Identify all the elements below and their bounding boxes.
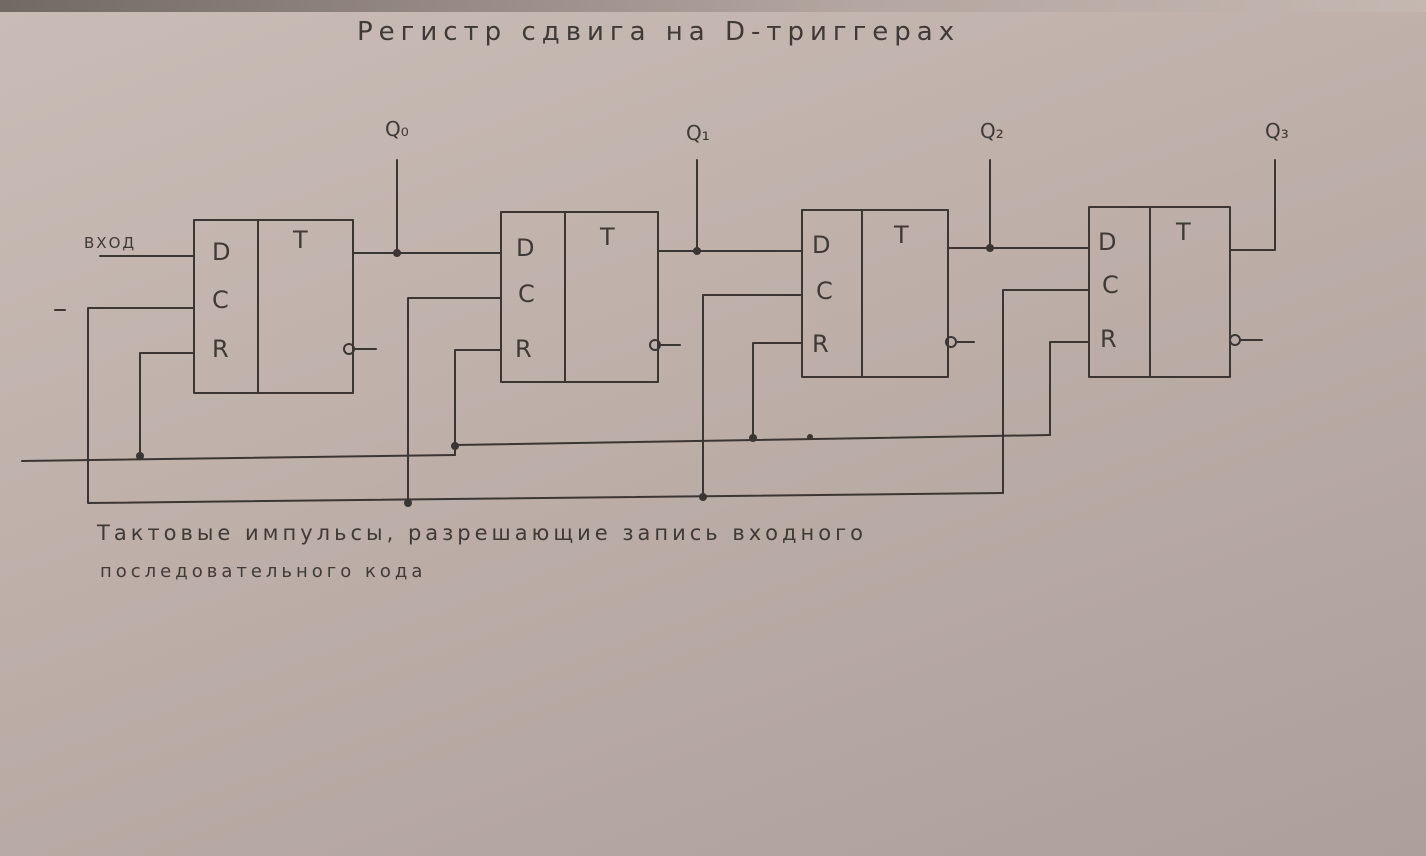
caption-line-1: Тактовые импульсы, разрешающие запись вх… xyxy=(96,521,867,545)
trigger-0-pin-r: R xyxy=(212,335,229,363)
trigger-1-label: T xyxy=(599,223,615,251)
output-q1-label: Q₁ xyxy=(686,121,710,145)
junction xyxy=(451,442,459,450)
junction xyxy=(699,493,707,501)
trigger-1-pin-r: R xyxy=(515,335,532,363)
trigger-0-label: T xyxy=(292,226,308,254)
junction xyxy=(986,244,994,252)
junction xyxy=(404,499,412,507)
trigger-2-pin-c: C xyxy=(816,277,833,305)
junction xyxy=(807,434,813,440)
trigger-0: D C R T xyxy=(193,219,377,394)
junction xyxy=(136,452,144,460)
reset-main-line xyxy=(21,454,456,462)
clock-to-c1 xyxy=(407,297,502,504)
junction xyxy=(393,249,401,257)
junction xyxy=(749,434,757,442)
trigger-3-pin-c: C xyxy=(1102,271,1119,299)
trigger-2-body xyxy=(801,209,949,378)
trigger-3: D C R T xyxy=(1088,206,1263,378)
trigger-3-pin-r: R xyxy=(1100,325,1117,353)
trigger-3-inverted-output xyxy=(1229,334,1241,346)
reset-to-r2 xyxy=(752,342,803,439)
data-path xyxy=(99,159,1276,257)
junction xyxy=(693,247,701,255)
trigger-2-pin-r: R xyxy=(812,330,829,358)
trigger-1: D C R T xyxy=(500,211,681,383)
trigger-1-pin-d: D xyxy=(516,234,534,262)
caption-line-2: последовательного кода xyxy=(100,561,426,582)
input-label: ВХОД xyxy=(84,234,136,252)
reset-bus xyxy=(21,341,1090,462)
clock-bus xyxy=(54,289,1090,507)
trigger-2-label: T xyxy=(893,221,909,249)
trigger-2-pin-d: D xyxy=(812,231,830,259)
trigger-0-body xyxy=(193,219,354,394)
trigger-0-pin-d: D xyxy=(212,238,230,266)
diagram-title: Регистр сдвига на D-триггерах xyxy=(357,17,960,47)
output-q3-label: Q₃ xyxy=(1265,119,1289,143)
clock-main-line xyxy=(87,307,1004,504)
trigger-3-body xyxy=(1088,206,1231,378)
wire-q3-out xyxy=(1229,159,1276,251)
output-q2-label: Q₂ xyxy=(980,119,1004,143)
trigger-1-pin-c: C xyxy=(518,280,535,308)
reset-to-r0 xyxy=(139,352,195,456)
trigger-3-pin-d: D xyxy=(1098,228,1116,256)
clock-to-c3 xyxy=(1002,289,1090,494)
trigger-3-label: T xyxy=(1175,218,1191,246)
reset-to-r3 xyxy=(1049,341,1090,436)
trigger-0-pin-c: C xyxy=(212,286,229,314)
output-q0-label: Q₀ xyxy=(385,117,409,141)
trigger-2: D C R T xyxy=(801,209,975,378)
reset-to-r1 xyxy=(454,349,502,446)
clock-to-c2 xyxy=(702,294,803,498)
